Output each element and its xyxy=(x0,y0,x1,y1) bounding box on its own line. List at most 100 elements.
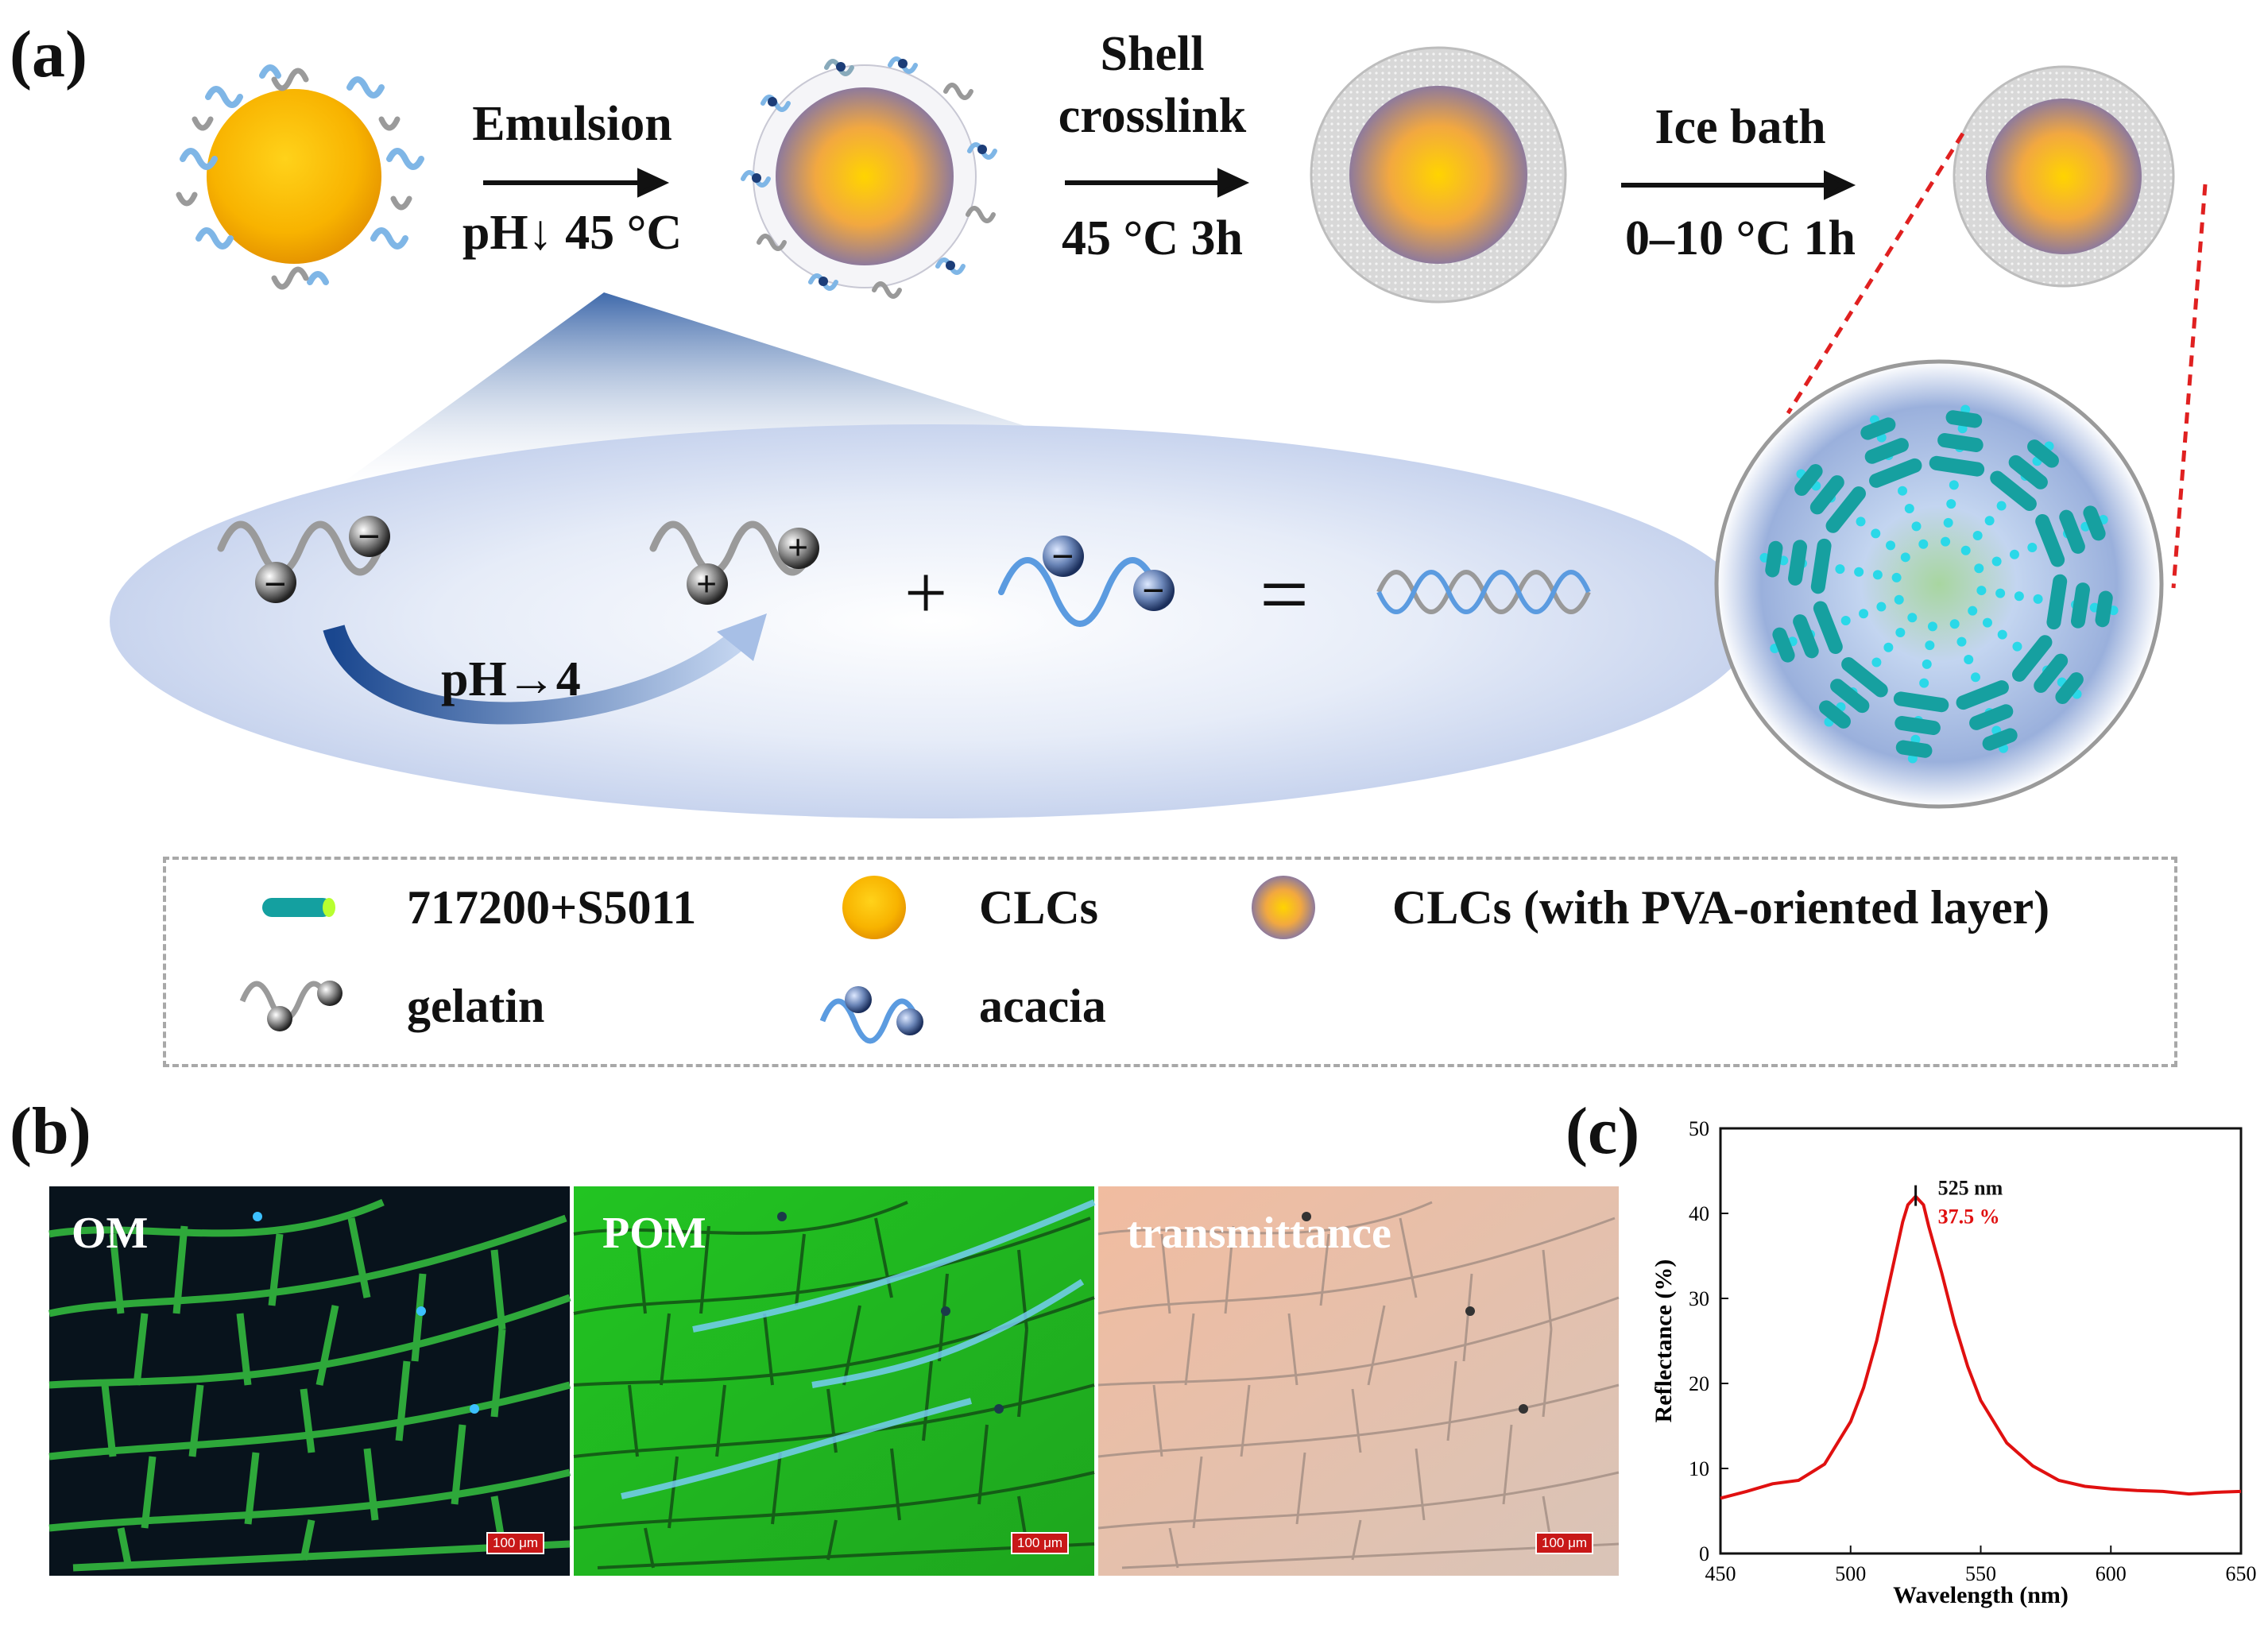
ph-arc-arrow xyxy=(323,623,755,725)
lc-bead xyxy=(1886,540,1896,551)
legend-gelatin-label: gelatin xyxy=(407,980,545,1032)
lc-bead xyxy=(1856,517,1866,527)
lc-bead xyxy=(2012,641,2022,652)
lc-molecule xyxy=(1819,700,1851,729)
lc-bead xyxy=(1894,594,1904,605)
lc-molecule xyxy=(1893,691,1949,713)
charge-pos-1: + xyxy=(696,563,718,604)
lc-bead xyxy=(1918,539,1929,549)
legend-box xyxy=(163,857,2177,1067)
clc-capsule-final xyxy=(1953,65,2175,288)
step-1-condition: pH↓ 45 °C xyxy=(462,206,683,260)
lc-molecule xyxy=(1809,475,1844,515)
lc-bead xyxy=(1840,615,1851,625)
lc-molecule xyxy=(1860,417,1896,440)
lc-bead xyxy=(2027,543,2038,553)
lc-molecule xyxy=(1765,540,1783,578)
lc-molecule xyxy=(2008,455,2048,489)
lc-bead xyxy=(2033,594,2043,604)
peak-reflectance-label: 37.5 % xyxy=(1938,1205,2000,1228)
panel-b-letter: (b) xyxy=(10,1094,91,1168)
lc-molecule xyxy=(2070,582,2090,629)
legend-lc-label: 717200+S5011 xyxy=(407,881,697,934)
om-image xyxy=(49,1186,570,1576)
plus-sign: + xyxy=(904,550,948,635)
acacia-icon xyxy=(819,986,923,1044)
lc-bead xyxy=(1976,586,1987,596)
lc-bead xyxy=(1898,486,1908,496)
zoom-lines xyxy=(1786,132,2208,589)
x-axis-label: Wavelength (nm) xyxy=(1893,1582,2069,1608)
lc-molecule xyxy=(2055,672,2084,704)
lc-molecule xyxy=(2035,514,2065,567)
clcs-pva-icon xyxy=(1252,876,1315,939)
lc-molecule xyxy=(1864,438,1909,464)
lc-molecule xyxy=(1969,704,2014,730)
transmittance-scale-bar: 100 μm xyxy=(1535,1532,1594,1554)
lc-bead xyxy=(1949,619,1960,629)
lc-molecule xyxy=(1956,680,2009,710)
lc-molecule xyxy=(1990,470,2037,511)
clc-droplet-coated xyxy=(741,56,997,299)
transmittance-label: transmittance xyxy=(1127,1209,1391,1258)
lc-bead xyxy=(1991,556,2002,567)
lc-bead xyxy=(2009,549,2019,559)
lc-bead xyxy=(1946,499,1956,509)
charge-neg-acacia-2: − xyxy=(1142,568,1165,613)
x-tick-label: 650 xyxy=(2226,1562,2257,1585)
micrograph-strip xyxy=(49,1186,1620,1576)
lc-molecule xyxy=(2012,635,2053,682)
x-tick-label: 500 xyxy=(1835,1562,1866,1585)
lc-molecule xyxy=(1929,455,1985,477)
gelatin-negative xyxy=(217,516,390,603)
step-2-label: Shell crosslink xyxy=(1058,27,1247,143)
y-tick-label: 10 xyxy=(1689,1457,1709,1480)
lc-bead xyxy=(1941,536,1951,547)
lc-molecule-icon xyxy=(262,898,335,917)
lc-bead xyxy=(1927,621,1937,632)
lc-bead xyxy=(1996,501,2007,511)
lc-molecule xyxy=(1982,728,2018,751)
panel-a-graphics xyxy=(110,46,2208,818)
y-tick-label: 20 xyxy=(1689,1372,1709,1395)
equals-sign: = xyxy=(1260,546,1310,643)
lc-bead xyxy=(1995,588,2006,598)
lc-molecule xyxy=(1794,464,1823,496)
lc-molecule xyxy=(1810,538,1832,594)
charge-neg-2: − xyxy=(358,514,381,559)
panel-a-letter: (a) xyxy=(10,17,87,91)
lc-bead xyxy=(1982,617,1992,628)
y-tick-label: 50 xyxy=(1689,1117,1709,1140)
lc-bead xyxy=(1984,516,1995,526)
lc-bead xyxy=(1997,629,2007,640)
lc-bead xyxy=(1895,627,1906,637)
lc-bead xyxy=(1964,654,1974,664)
charge-neg-1: − xyxy=(264,562,287,606)
lc-molecule xyxy=(1945,410,1983,428)
lc-bead xyxy=(1859,609,1869,619)
lc-bead xyxy=(1943,517,1953,528)
lc-molecule xyxy=(1772,627,1795,663)
peak-wavelength-label: 525 nm xyxy=(1938,1177,2003,1200)
lc-molecule xyxy=(2046,574,2068,630)
om-label: OM xyxy=(72,1209,149,1258)
lc-bead xyxy=(1871,528,1881,539)
lc-bead xyxy=(1883,642,1894,652)
lc-molecule xyxy=(1895,740,1933,758)
lc-bead xyxy=(1968,606,1978,616)
lc-bead xyxy=(1871,657,1882,667)
lc-bead xyxy=(1925,640,1935,651)
lc-bead xyxy=(1900,552,1910,563)
pom-image xyxy=(572,1186,1096,1576)
lc-molecule xyxy=(1937,433,1984,453)
gelatin-icon xyxy=(239,981,343,1031)
lc-bead xyxy=(1970,672,1980,683)
y-tick-label: 40 xyxy=(1689,1202,1709,1225)
clc-droplet-bare xyxy=(176,64,424,290)
clc-droplet-shell xyxy=(1310,46,1567,304)
charge-pos-2: + xyxy=(788,527,809,567)
y-axis-label: Reflectance (%) xyxy=(1651,1259,1677,1423)
transmittance-image xyxy=(1097,1186,1620,1576)
